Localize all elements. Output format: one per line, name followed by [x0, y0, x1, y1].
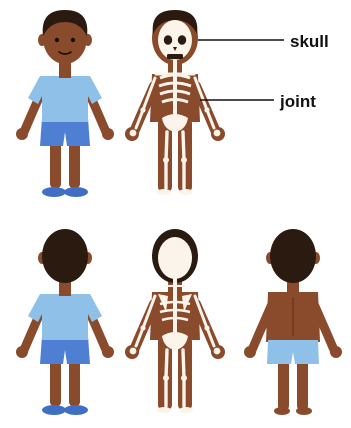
boy-back-bare-figure	[244, 229, 342, 415]
boy-back-clothed-figure	[16, 229, 114, 415]
joint-label: joint	[279, 92, 316, 111]
boy-front-skeleton-figure	[125, 10, 225, 195]
boy-back-skeleton-figure	[125, 229, 225, 413]
boy-front-clothed-figure	[16, 10, 114, 197]
skull-label: skull	[290, 32, 329, 51]
